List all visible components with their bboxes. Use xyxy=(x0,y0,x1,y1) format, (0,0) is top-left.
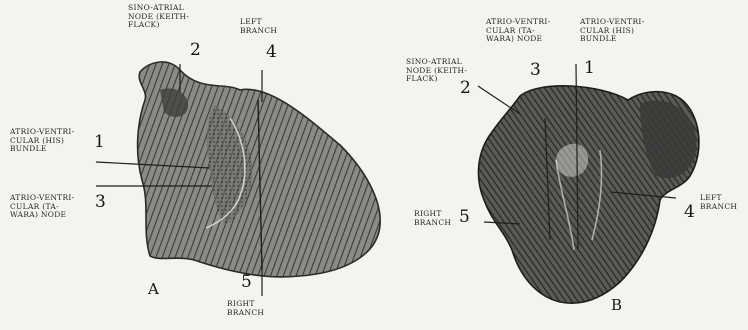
number-a-2: 2 xyxy=(190,42,201,59)
number-b-1: 1 xyxy=(584,60,595,77)
number-a-1: 1 xyxy=(94,134,105,151)
heart-b-illustration xyxy=(478,64,698,303)
number-b-4: 4 xyxy=(684,204,695,221)
number-b-3: 3 xyxy=(530,62,541,79)
label-b-left-branch: LEFT BRANCH xyxy=(700,194,737,211)
label-a-tawara-node: ATRIO-VENTRI- CULAR (TA- WARA) NODE xyxy=(10,194,75,220)
label-b-tawara-node: ATRIO-VENTRI- CULAR (TA- WARA) NODE xyxy=(486,18,551,44)
number-a-5: 5 xyxy=(241,274,252,291)
number-a-3: 3 xyxy=(95,194,106,211)
label-a-right-branch: RIGHT BRANCH xyxy=(227,300,264,317)
label-a-left-branch: LEFT BRANCH xyxy=(240,18,277,35)
label-a-sino-atrial-node: SINO-ATRIAL NODE (KEITH- FLACK) xyxy=(128,4,189,30)
label-b-sino-atrial-node: SINO-ATRIAL NODE (KEITH- FLACK) xyxy=(406,58,467,84)
number-a-4: 4 xyxy=(266,44,277,61)
panel-label-b: B xyxy=(611,296,622,314)
label-b-right-branch: RIGHT BRANCH xyxy=(414,210,451,227)
label-b-his-bundle: ATRIO-VENTRI- CULAR (HIS) BUNDLE xyxy=(580,18,645,44)
heart-a-illustration xyxy=(138,62,381,277)
number-b-2: 2 xyxy=(460,80,471,97)
panel-label-a: A xyxy=(148,280,159,298)
number-b-5: 5 xyxy=(459,209,470,226)
label-a-his-bundle: ATRIO-VENTRI- CULAR (HIS) BUNDLE xyxy=(10,128,75,154)
